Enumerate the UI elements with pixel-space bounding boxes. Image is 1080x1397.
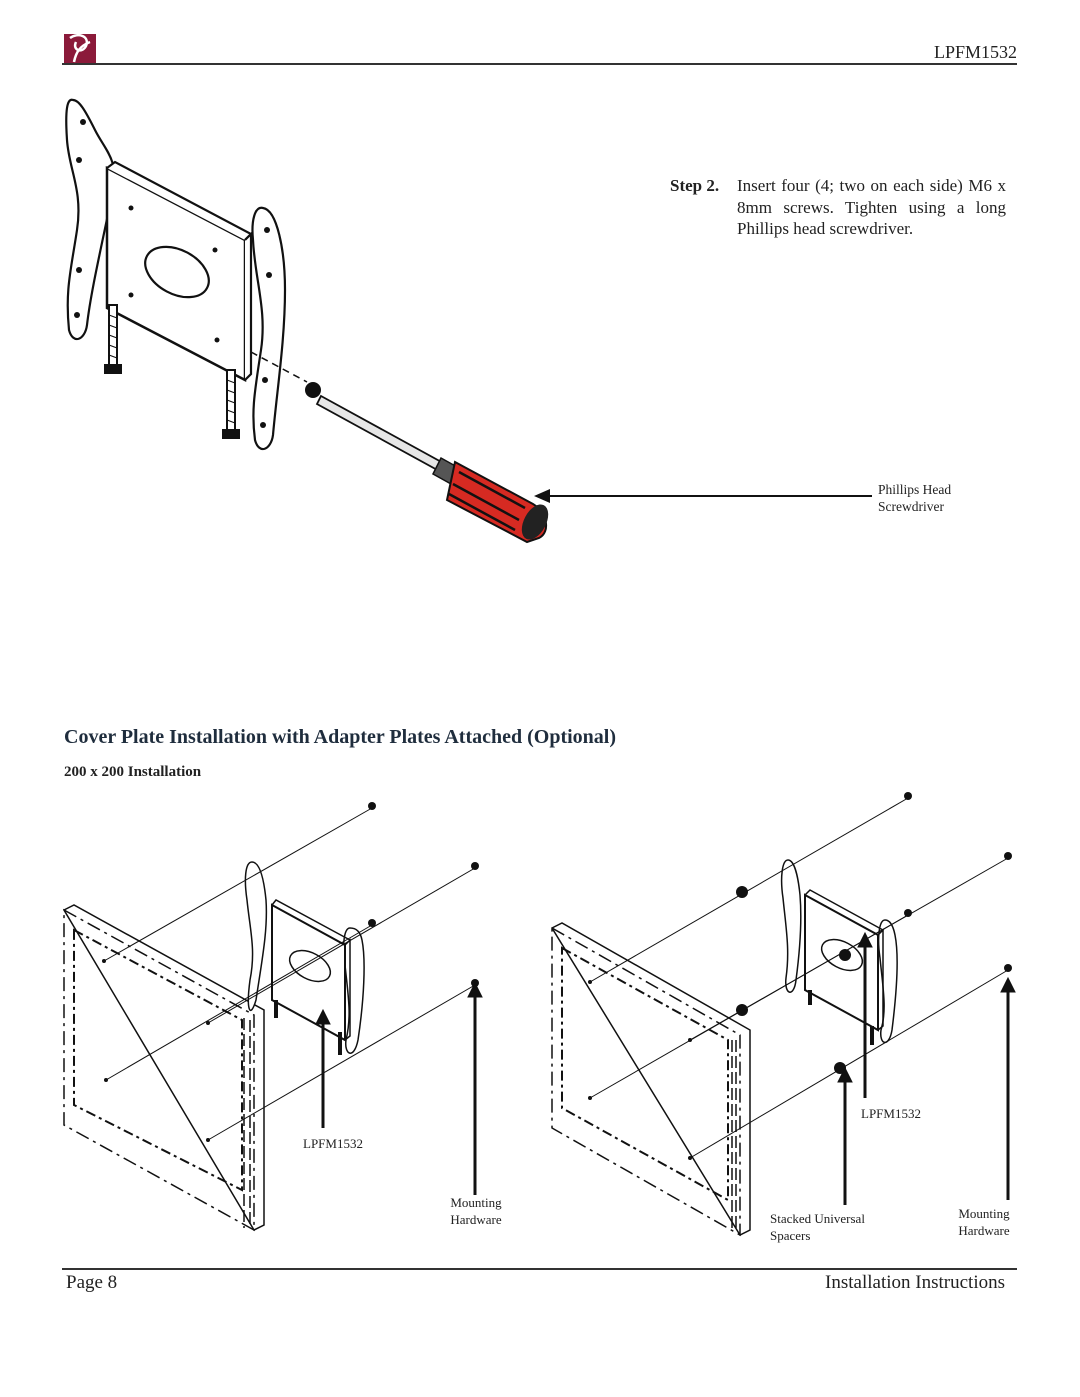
footer-title: Installation Instructions xyxy=(825,1272,1005,1293)
screwdriver-callout-arrow xyxy=(534,489,872,503)
spacers-label: Stacked Universal Spacers xyxy=(770,1210,890,1244)
section-title: Cover Plate Installation with Adapter Pl… xyxy=(64,726,617,748)
m6-screw xyxy=(305,382,321,398)
step-text: Insert four (4; two on each side) M6 x 8… xyxy=(737,176,1006,238)
step-label: Step 2. xyxy=(670,176,720,195)
brand-logo-icon xyxy=(64,34,96,64)
right-hardware-label: Mounting Hardware xyxy=(946,1205,1022,1239)
right-hardware-line-2: Hardware xyxy=(958,1223,1010,1238)
right-mounting-screws xyxy=(904,792,1012,972)
header-model-number: LPFM1532 xyxy=(933,42,1017,62)
screwdriver-handle xyxy=(445,460,549,544)
right-adapter-plate xyxy=(251,206,287,451)
footer-divider xyxy=(62,1268,1017,1270)
left-product-label: LPFM1532 xyxy=(303,1136,363,1151)
left-hardware-line-1: Mounting xyxy=(450,1195,502,1210)
left-hardware-label: Mounting Hardware xyxy=(436,1194,516,1228)
universal-spacers xyxy=(736,886,851,1074)
left-mounting-screws xyxy=(368,802,479,987)
right-hardware-line-1: Mounting xyxy=(958,1206,1010,1221)
section-subtitle: 200 x 200 Installation xyxy=(64,764,202,780)
right-product-label: LPFM1532 xyxy=(861,1106,921,1121)
header-divider xyxy=(62,63,1017,65)
callout-line-1: Phillips Head xyxy=(878,482,952,497)
spacers-line-1: Stacked Universal xyxy=(770,1211,865,1226)
right-adapter-bracket xyxy=(780,859,898,1045)
left-monitor-frame xyxy=(62,904,265,1232)
left-adapter-bracket xyxy=(244,861,365,1055)
spacers-line-2: Spacers xyxy=(770,1228,811,1243)
mount-screwdriver-illustration xyxy=(65,98,549,544)
page-number: Page 8 xyxy=(66,1272,118,1293)
callout-line-2: Screwdriver xyxy=(878,499,944,514)
left-hardware-line-2: Hardware xyxy=(450,1212,502,1227)
right-monitor-frame xyxy=(550,922,751,1237)
cover-plate-illustrations xyxy=(62,792,1016,1237)
screwdriver-callout-label: Phillips Head Screwdriver xyxy=(878,481,988,515)
